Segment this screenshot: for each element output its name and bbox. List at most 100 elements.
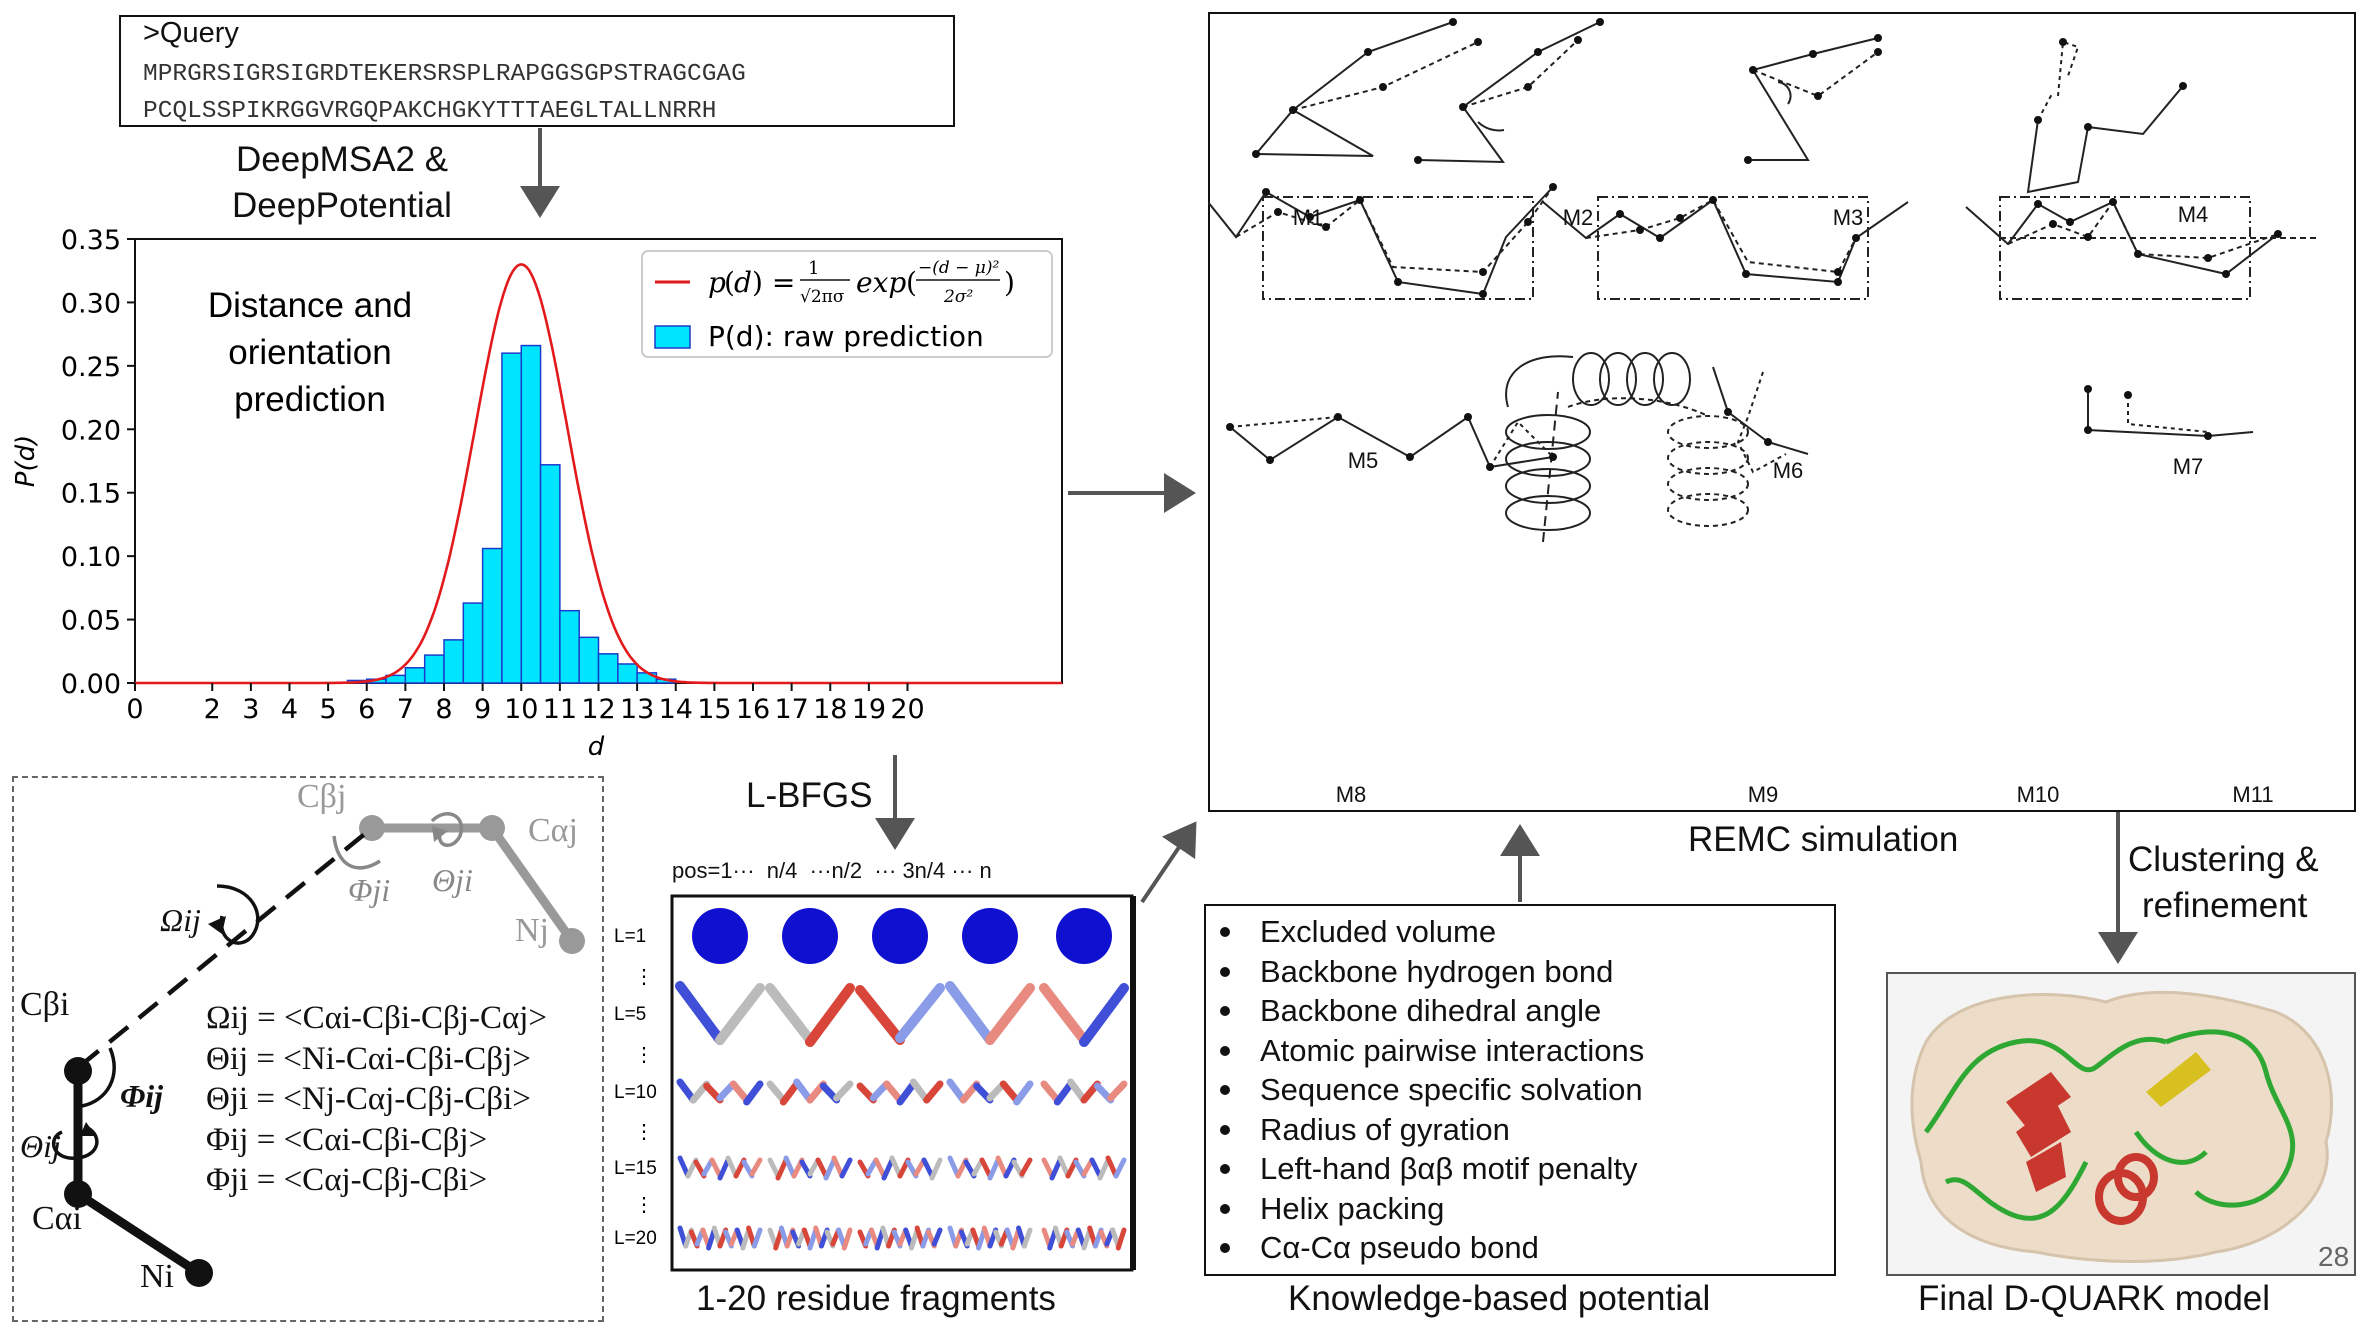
remc-caption: REMC simulation <box>1688 820 1959 859</box>
atom-caj <box>479 815 505 841</box>
query-sequence-line-1: MPRGRSIGRSIGRDTEKERSRSPLRAPGGSGPSTRAGCGA… <box>143 61 746 88</box>
fragment-sphere <box>872 908 928 964</box>
fragment-stick-segment <box>751 1227 763 1249</box>
x-tick-label: 19 <box>852 694 886 725</box>
fragment-row-label: L=10 <box>614 1082 657 1103</box>
fragment-stick-segment <box>765 983 815 1045</box>
y-axis-label: P(d) <box>11 435 41 487</box>
svg-text:) =: ) = <box>752 266 795 299</box>
svg-text:2σ²: 2σ² <box>943 287 973 307</box>
y-tick-label: 0.00 <box>61 669 121 700</box>
label-theta-ji: Θji <box>432 862 473 898</box>
cb-cb-dashed-line <box>78 830 369 1068</box>
fragment-stick-segment <box>1107 1080 1128 1102</box>
fragment-stick-segment <box>676 1078 697 1104</box>
definition-theta-ji: Θji = <Nj-Cαj-Cβj-Cβi> <box>206 1081 531 1117</box>
move-label-m3: M3 <box>1833 205 1864 230</box>
x-tick-label: 14 <box>659 694 693 725</box>
potential-caption: Knowledge-based potential <box>1288 1279 1711 1318</box>
fragment-stick-segment <box>1049 1157 1063 1181</box>
svg-text:): ) <box>1004 266 1015 299</box>
fragment-stick-segment <box>929 1157 943 1181</box>
fragment-stick-segment <box>775 1157 789 1181</box>
fragment-stick-segment <box>1021 1227 1033 1249</box>
chart-annotation-line-3: prediction <box>234 380 386 419</box>
omega-rotation-arrow <box>216 884 260 945</box>
fragment-stick-segment <box>1079 983 1129 1047</box>
lbfgs-label: L-BFGS <box>746 776 873 815</box>
fragment-stick-segment <box>1105 1155 1119 1179</box>
move-label-m7: M7 <box>2173 454 2204 479</box>
label-phi-ji: Φji <box>348 872 391 908</box>
chart-annotation-line-1: Distance and <box>208 286 412 325</box>
x-tick-label: 7 <box>397 694 414 725</box>
final-model-structure: 28 <box>1910 990 2349 1272</box>
fragment-stick-segment <box>805 983 855 1047</box>
svg-text:(: ( <box>906 266 917 299</box>
deepmsa2-label: DeepMSA2 & <box>236 140 449 179</box>
fragment-stick-segment <box>1089 1157 1103 1179</box>
fragment-sphere <box>1056 908 1112 964</box>
fragment-row-ellipsis: ⋮ <box>634 1044 654 1066</box>
y-tick-label: 0.20 <box>61 415 121 446</box>
fragment-stick-segment <box>839 1157 853 1179</box>
fragment-stick-segment <box>921 1157 935 1179</box>
x-tick-label: 3 <box>242 694 259 725</box>
fragment-stick-segment <box>717 1157 731 1181</box>
angle-definitions: Ωij = <Cαi-Cβi-Cβj-Cαj> Θij = <Ni-Cαi-Cβ… <box>206 998 547 1201</box>
fragment-stick-segment <box>1113 1157 1127 1179</box>
move-label-m6: M6 <box>1773 458 1804 483</box>
y-tick-label: 0.30 <box>61 288 121 319</box>
fragment-stick-segment <box>749 1157 763 1177</box>
fragment-sphere <box>782 908 838 964</box>
query-box: >Query MPRGRSIGRSIGRDTEKERSRSPLRAPGGSGPS… <box>119 15 955 127</box>
label-cbi: Cβi <box>20 986 70 1023</box>
svg-text:√2πσ: √2πσ <box>800 287 845 307</box>
fragment-stick-segment <box>1013 1080 1034 1106</box>
fragment-stick-segment <box>815 1157 829 1179</box>
atom-cai <box>64 1180 92 1208</box>
fragment-stick-segment <box>945 981 995 1045</box>
x-tick-label: 13 <box>620 694 654 725</box>
potential-term: Backbone dihedral angle <box>1206 991 1834 1031</box>
y-tick-label: 0.10 <box>61 542 121 573</box>
label-cai: Cαi <box>32 1200 82 1237</box>
phi-ij-arc <box>81 1047 116 1108</box>
m9-helix-dashed <box>1567 397 1749 527</box>
potential-term: Excluded volume <box>1206 912 1834 952</box>
fragment-stick-segment <box>779 1080 801 1106</box>
move-label-m5: M5 <box>1348 448 1379 473</box>
potential-term: Helix packing <box>1206 1189 1834 1229</box>
fragment-stick-segment <box>1057 1155 1071 1179</box>
fragment-stick-segment <box>725 1155 739 1179</box>
label-cbj: Cβj <box>297 778 347 815</box>
potential-term: Left-hand βαβ motif penalty <box>1206 1149 1834 1189</box>
fragment-stick-segment <box>987 1157 1001 1181</box>
fragment-row-ellipsis: ⋮ <box>634 966 654 988</box>
definition-omega-ij: Ωij = <Cαi-Cβi-Cβj-Cαj> <box>206 1000 548 1036</box>
fragment-stick-segment <box>999 1080 1021 1104</box>
definition-theta-ij: Θij = <Ni-Cαi-Cβi-Cβj> <box>206 1040 531 1077</box>
fragment-stick-segment <box>995 1155 1009 1179</box>
fragment-stick-segment <box>923 1080 944 1104</box>
fragment-stick-segment <box>1039 983 1089 1045</box>
chart-annotation-line-2: orientation <box>228 333 391 372</box>
final-model-caption: Final D-QUARK model <box>1918 1279 2271 1318</box>
move-label-m8: M8 <box>1336 782 1367 807</box>
m4-solid-chain <box>2026 85 2184 194</box>
label-ni: Ni <box>140 1258 174 1295</box>
x-tick-label: 2 <box>204 694 221 725</box>
svg-text:1: 1 <box>808 258 819 279</box>
label-omega-ij: Ωij <box>160 902 201 938</box>
fragment-stick-segment <box>855 985 905 1045</box>
remc-moves-box <box>1208 12 2356 812</box>
fragment-stick-segment <box>896 1080 917 1106</box>
m1-solid-chain <box>1255 21 1454 155</box>
molecular-surface <box>1910 990 2334 1263</box>
atom-cbi <box>64 1057 92 1085</box>
fragment-stick-segment <box>985 983 1035 1045</box>
fragment-stick-segment <box>783 1155 797 1179</box>
potential-term: Radius of gyration <box>1206 1110 1834 1150</box>
